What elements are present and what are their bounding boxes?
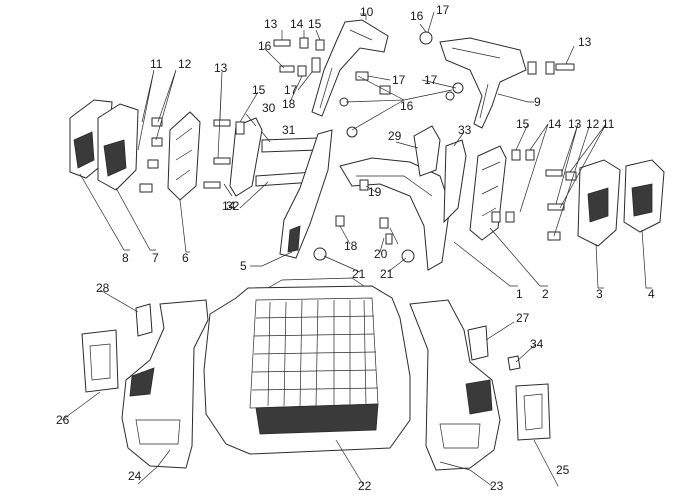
callout-15-top: 15: [308, 17, 322, 31]
callout-17-mid-left: 17: [392, 73, 406, 87]
callout-16-mid: 16: [400, 99, 414, 113]
callout-26: 26: [56, 413, 70, 427]
part-29: [413, 125, 441, 177]
callout-5: 5: [240, 259, 247, 273]
callout-33: 33: [458, 123, 472, 137]
callout-34: 34: [530, 337, 544, 351]
callout-30: 30: [262, 101, 276, 115]
callout-17-mid-right: 17: [424, 73, 438, 87]
callout-2: 2: [542, 287, 549, 301]
part-34: [507, 355, 521, 371]
callout-18-lower: 18: [344, 239, 358, 253]
part-6: [167, 111, 201, 201]
callout-21-right: 21: [380, 267, 394, 281]
callout-15-left: 15: [252, 83, 266, 97]
part-33: [443, 139, 467, 224]
part-2: [469, 145, 507, 241]
callout-31: 31: [282, 123, 296, 137]
part-drawings: [69, 19, 665, 471]
callout-13-right: 13: [578, 35, 592, 49]
callout-17-left: 17: [284, 83, 298, 97]
part-31: [261, 137, 319, 153]
callout-11-right: 11: [602, 117, 615, 131]
callout-25: 25: [556, 463, 570, 477]
callout-14-right: 14: [548, 117, 562, 131]
callout-13-top: 13: [264, 17, 278, 31]
callout-24: 24: [128, 469, 142, 483]
callout-19: 19: [368, 185, 382, 199]
part-24: [121, 299, 209, 469]
callout-16-top: 16: [410, 9, 424, 23]
part-1: [339, 157, 451, 271]
callout-labels: 1 2 3 4 5 6 7 8 9 10 11 11 12 12 13 13 1…: [56, 3, 655, 493]
part-5: [279, 129, 333, 259]
callout-29: 29: [388, 129, 402, 143]
callout-1: 1: [516, 287, 523, 301]
callout-8: 8: [122, 251, 129, 265]
part-26: [81, 329, 119, 393]
part-10: [311, 19, 389, 117]
callout-27: 27: [516, 311, 530, 325]
callout-9: 9: [534, 95, 541, 109]
callout-7: 7: [152, 251, 159, 265]
part-30: [229, 117, 263, 197]
callout-32: 32: [226, 199, 240, 213]
part-9: [439, 37, 527, 129]
callout-12-left: 12: [178, 57, 192, 71]
callout-23: 23: [490, 479, 504, 493]
callout-20: 20: [374, 247, 388, 261]
part-28: [135, 303, 153, 337]
part-25: [515, 383, 551, 441]
callout-10: 10: [360, 5, 374, 19]
part-23: [409, 299, 501, 471]
callout-3: 3: [596, 287, 603, 301]
callout-28: 28: [96, 281, 110, 295]
callout-21-left: 21: [352, 267, 366, 281]
callout-13-lower: 13: [568, 117, 582, 131]
callout-6: 6: [182, 251, 189, 265]
callout-12-right: 12: [586, 117, 600, 131]
callout-14-left: 14: [222, 199, 236, 213]
part-27: [467, 325, 489, 361]
callout-13-left: 13: [214, 61, 228, 75]
callout-17-top: 17: [436, 3, 450, 17]
leader-lines: [61, 11, 652, 487]
callout-16-left: 16: [258, 39, 272, 53]
callout-4: 4: [648, 287, 655, 301]
callout-22: 22: [358, 479, 372, 493]
callout-11-left: 11: [150, 57, 163, 71]
callout-15-right: 15: [516, 117, 530, 131]
callout-14-top: 14: [290, 17, 304, 31]
callout-18-top: 18: [282, 97, 296, 111]
